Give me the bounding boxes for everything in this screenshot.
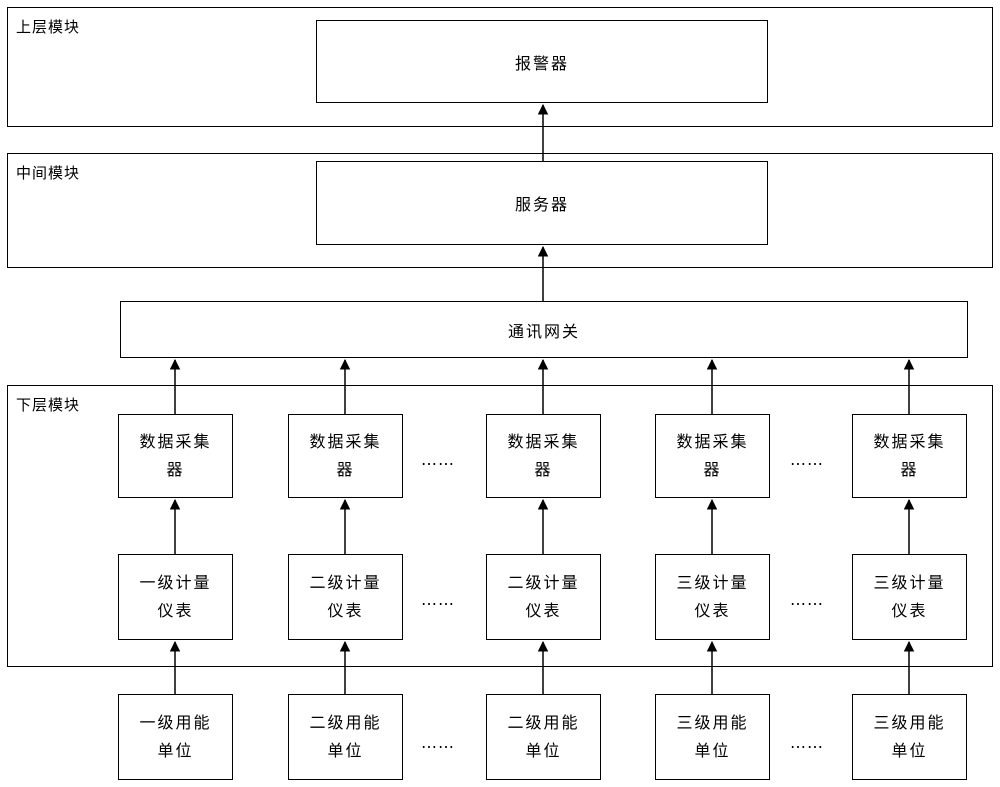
meter-label-line1: 二级计量 [507,573,580,592]
ellipsis: …… [790,733,824,752]
alarm-label: 报警器 [514,53,569,73]
collector-label-line2: 器 [534,460,553,479]
collector-label-line2: 器 [900,460,919,479]
collector-label-line2: 器 [336,460,355,479]
lower-module-label: 下层模块 [16,396,81,414]
meter-box: 三级计量 仪表 [852,554,967,640]
energy-unit-box: 三级用能 单位 [852,694,967,780]
collector-label-line1: 数据采集 [309,432,382,451]
unit-label-line1: 二级用能 [309,713,382,732]
energy-unit-box: 二级用能 单位 [486,694,601,780]
meter-label-line1: 一级计量 [139,573,212,592]
ellipsis: …… [790,590,824,609]
meter-label-line2: 仪表 [327,601,364,620]
collector-label-line1: 数据采集 [676,432,749,451]
collector-label-line2: 器 [166,460,185,479]
server-box: 服务器 [316,161,768,245]
upper-module-label: 上层模块 [16,18,81,36]
meter-label-line1: 二级计量 [309,573,382,592]
alarm-box: 报警器 [316,20,768,103]
collector-label-line1: 数据采集 [873,432,946,451]
meter-label-line1: 三级计量 [676,573,749,592]
energy-unit-box: 二级用能 单位 [288,694,403,780]
upper-module-group: 上层模块 [7,7,993,127]
ellipsis: …… [421,450,455,469]
unit-label-line1: 二级用能 [507,713,580,732]
meter-label-line2: 仪表 [891,601,928,620]
data-collector-box: 数据采集 器 [118,414,233,498]
middle-module-label: 中间模块 [16,164,81,182]
ellipsis: …… [421,733,455,752]
data-collector-box: 数据采集 器 [655,414,770,498]
meter-label-line1: 三级计量 [873,573,946,592]
meter-label-line2: 仪表 [694,601,731,620]
unit-label-line2: 单位 [157,741,194,760]
unit-label-line2: 单位 [694,741,731,760]
data-collector-box: 数据采集 器 [852,414,967,498]
unit-label-line1: 一级用能 [139,713,212,732]
meter-label-line2: 仪表 [157,601,194,620]
meter-box: 二级计量 仪表 [486,554,601,640]
server-label: 服务器 [514,195,569,214]
meter-label-line2: 仪表 [525,601,562,620]
unit-label-line2: 单位 [327,741,364,760]
energy-unit-box: 三级用能 单位 [655,694,770,780]
collector-label-line1: 数据采集 [139,432,212,451]
meter-box: 一级计量 仪表 [118,554,233,640]
ellipsis: …… [421,590,455,609]
unit-label-line1: 三级用能 [676,713,749,732]
energy-unit-box: 一级用能 单位 [118,694,233,780]
ellipsis: …… [790,450,824,469]
meter-box: 三级计量 仪表 [655,554,770,640]
lower-module-group: 下层模块 [7,385,993,667]
unit-label-line2: 单位 [891,741,928,760]
gateway-label: 通讯网关 [507,321,580,341]
unit-label-line2: 单位 [525,741,562,760]
unit-label-line1: 三级用能 [873,713,946,732]
data-collector-box: 数据采集 器 [288,414,403,498]
gateway-box: 通讯网关 [120,301,968,358]
middle-module-group: 中间模块 [7,153,993,268]
collector-label-line1: 数据采集 [507,432,580,451]
data-collector-box: 数据采集 器 [486,414,601,498]
collector-label-line2: 器 [703,460,722,479]
meter-box: 二级计量 仪表 [288,554,403,640]
